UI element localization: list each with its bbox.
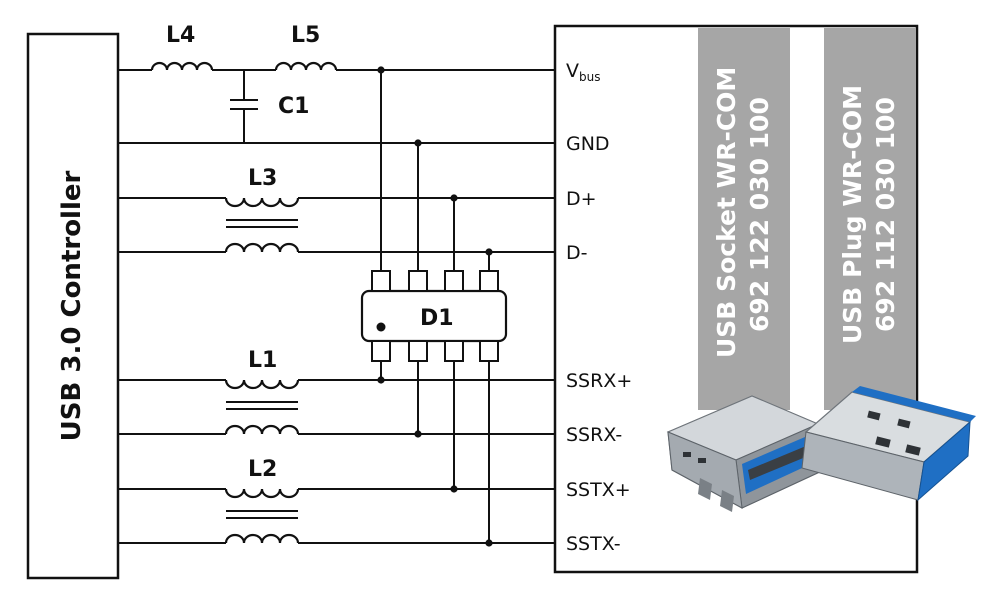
signal-sstx-minus-label: SSTX-	[566, 533, 621, 555]
capacitor-c1-label: C1	[278, 94, 309, 119]
inductor-l1-label: L1	[248, 348, 277, 373]
inductor-l5-coil	[274, 61, 338, 71]
inductor-l4-label: L4	[166, 23, 195, 48]
inductor-l4-coil	[150, 61, 214, 71]
controller-box	[26, 32, 120, 580]
signal-gnd-label: GND	[566, 133, 610, 155]
inductor-l1-top-coil	[224, 379, 300, 390]
vbus-line	[118, 61, 555, 143]
socket-name: USB Socket WR-COM	[712, 67, 741, 358]
sstx-lines	[118, 488, 555, 544]
plug-name: USB Plug WR-COM	[838, 85, 867, 344]
inductor-l2-top-coil	[224, 488, 300, 499]
plug-band	[824, 28, 916, 410]
plug-part-number: 692 112 030 100	[871, 97, 900, 332]
diode-array-d1-label: D1	[420, 306, 454, 331]
inductor-l2-bottom-coil	[224, 533, 300, 544]
signal-ssrx-plus-label: SSRX+	[566, 370, 632, 392]
inductor-l3-top-coil	[224, 197, 300, 208]
usb2-data-lines	[118, 197, 555, 253]
ssrx-lines	[118, 379, 555, 435]
socket-band	[698, 28, 790, 410]
socket-part-number: 692 122 030 100	[745, 97, 774, 332]
d1-connections	[380, 70, 490, 543]
signal-vbus-label: Vbus	[566, 60, 600, 84]
inductor-l2-label: L2	[248, 457, 277, 482]
signal-dplus-label: D+	[566, 188, 597, 210]
inductor-l3-label: L3	[248, 166, 277, 191]
usb-socket-image	[666, 395, 825, 512]
signal-sstx-plus-label: SSTX+	[566, 479, 631, 501]
junction-dots	[377, 66, 493, 547]
inductor-l1-bottom-coil	[224, 424, 300, 435]
inductor-l3-bottom-coil	[224, 242, 300, 253]
signal-dminus-label: D-	[566, 242, 588, 264]
signal-ssrx-minus-label: SSRX-	[566, 424, 622, 446]
inductor-l5-label: L5	[291, 23, 320, 48]
controller-label: USB 3.0 Controller	[57, 170, 87, 441]
usb-plug-image	[801, 386, 976, 502]
diode-array-d1	[360, 270, 508, 362]
